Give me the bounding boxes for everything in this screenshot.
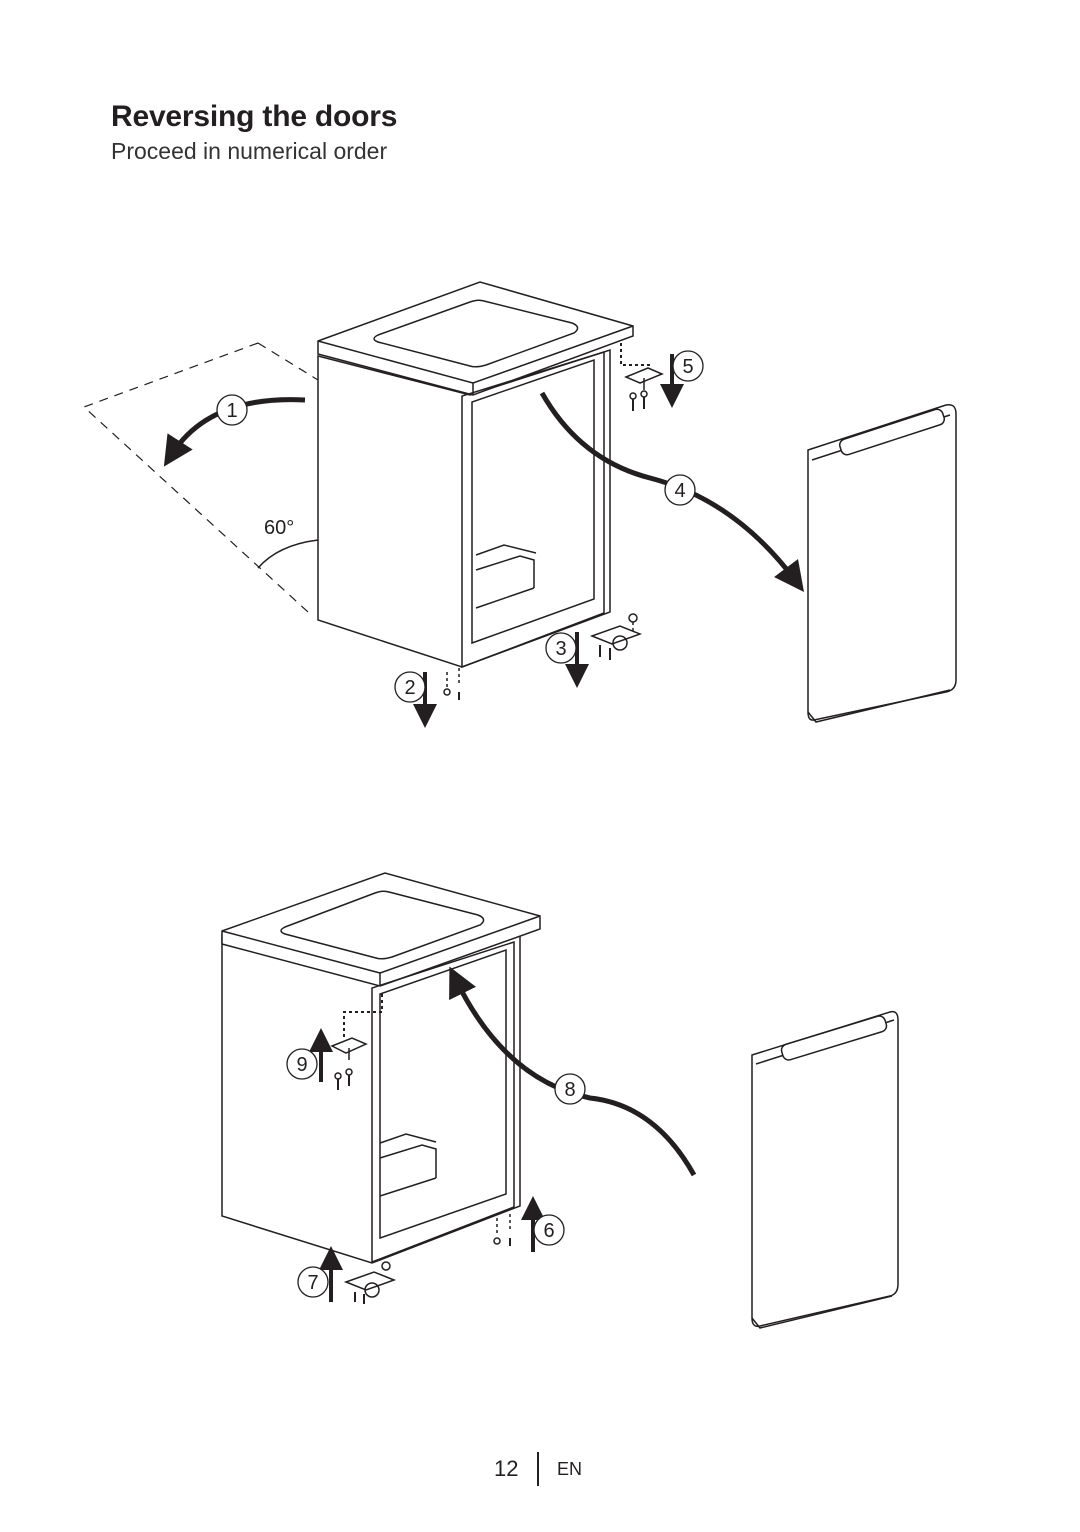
step-badges: 1 2 3 4 5 6 7 8 9 [216, 350, 704, 1298]
door-reversed [751, 1010, 899, 1329]
arrow-step-8 [449, 966, 697, 1177]
step-badge-2: 2 [394, 671, 426, 703]
step-badge-5: 5 [672, 350, 704, 382]
door-handle [838, 408, 946, 456]
step-badge-6: 6 [533, 1214, 565, 1246]
svg-text:7: 7 [307, 1272, 318, 1294]
bottom-arrows [309, 966, 697, 1302]
footer-separator [537, 1452, 539, 1486]
step-badge-1: 1 [216, 394, 248, 426]
bottom-hinge [589, 625, 643, 645]
top-hinge-fitted [330, 1037, 368, 1054]
step-badge-3: 3 [545, 632, 577, 664]
language-code: EN [557, 1459, 583, 1479]
step-badge-4: 4 [664, 474, 696, 506]
fridge-worktop [317, 281, 634, 396]
step-badge-9: 9 [286, 1048, 318, 1080]
angle-label: 60° [264, 517, 294, 539]
fridge-worktop-2 [221, 872, 541, 987]
door-swing-outline [82, 342, 309, 613]
door-detached [807, 403, 957, 723]
step-badge-8: 8 [554, 1073, 586, 1105]
svg-text:2: 2 [404, 677, 415, 699]
top-hinge-removed [624, 367, 664, 384]
top-arrows [163, 354, 805, 728]
step-badge-7: 7 [297, 1266, 329, 1298]
svg-text:9: 9 [296, 1054, 307, 1076]
svg-text:1: 1 [226, 400, 237, 422]
arrow-step-4 [539, 391, 805, 592]
svg-text:4: 4 [674, 480, 685, 502]
fridge-top-illustration [82, 281, 664, 700]
svg-text:3: 3 [555, 638, 566, 660]
page-subtitle: Proceed in numerical order [111, 138, 388, 164]
svg-text:8: 8 [564, 1079, 575, 1101]
page-footer: 12 EN [0, 1452, 1080, 1488]
door-handle-2 [780, 1015, 888, 1061]
page-title: Reversing the doors [111, 100, 398, 133]
fridge-bottom-illustration [221, 872, 541, 1304]
svg-text:5: 5 [682, 356, 693, 378]
svg-text:6: 6 [543, 1220, 554, 1242]
bottom-hinge-2 [343, 1271, 397, 1291]
fridge-cabinet [317, 348, 611, 668]
page-number: 12 [494, 1456, 519, 1481]
